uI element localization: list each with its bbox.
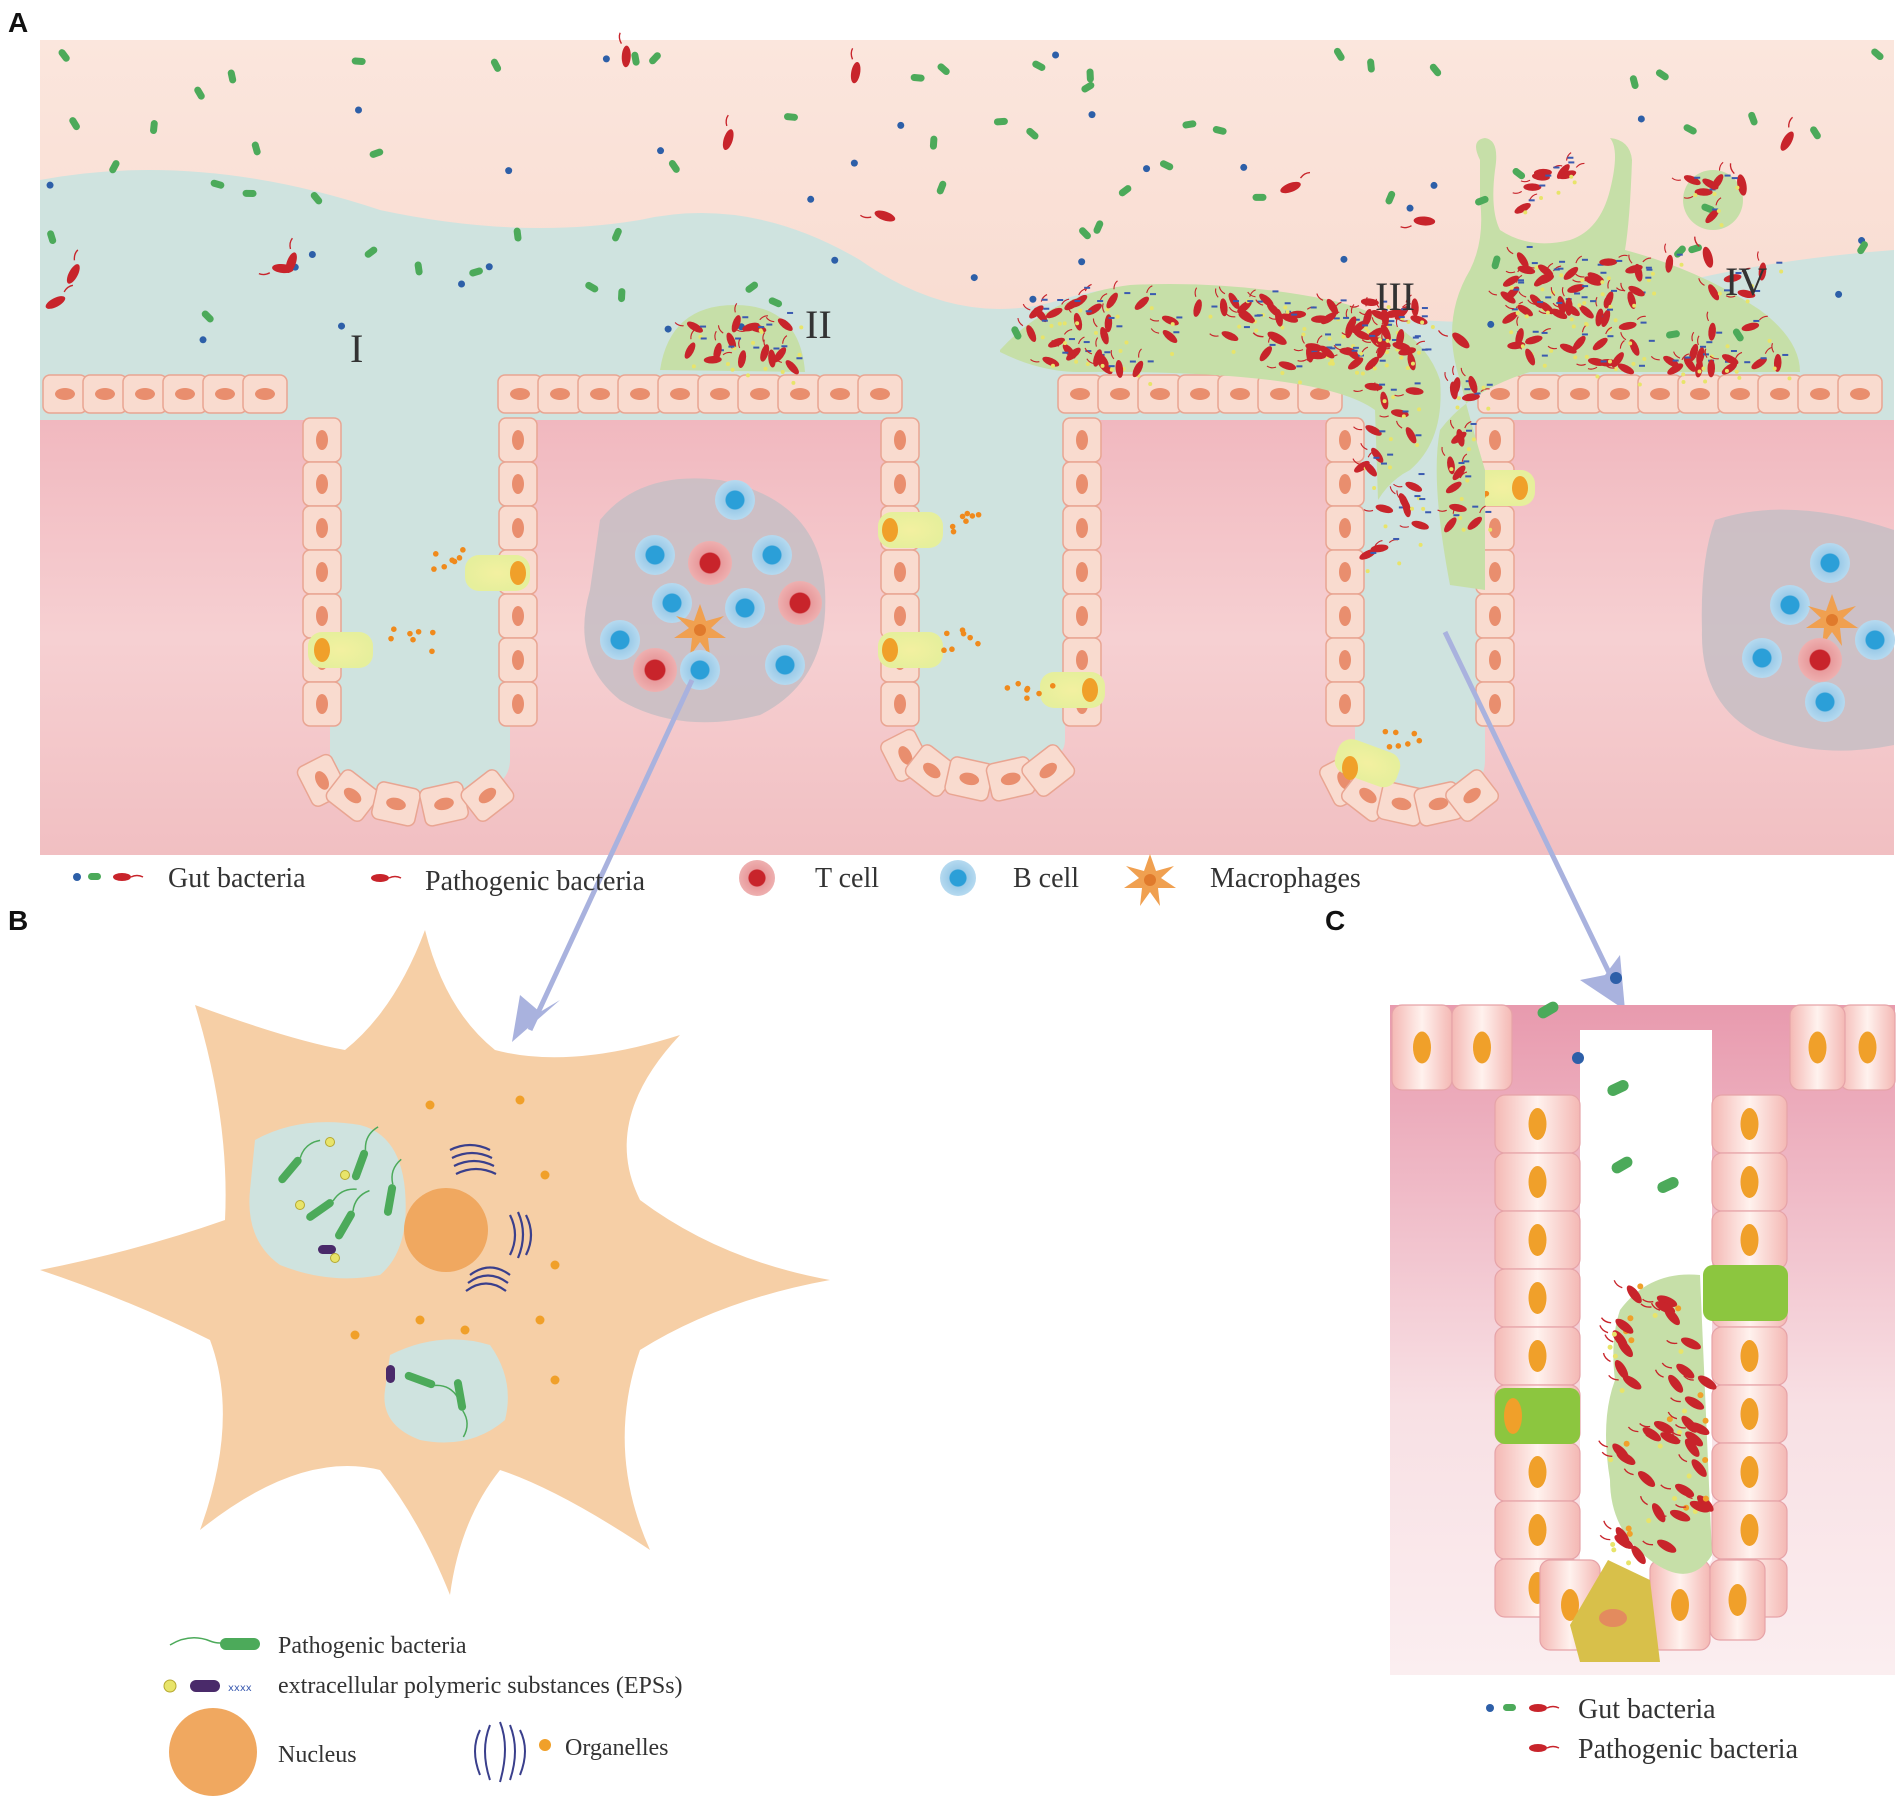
legend-b-pathogenic-bacteria: Pathogenic bacteria [278, 1633, 467, 1659]
b-cell-icon [940, 860, 976, 896]
nucleus-legend-icon [169, 1708, 257, 1796]
crypt-1 [330, 415, 510, 800]
legend-a-macrophages: Macrophages [1210, 863, 1361, 894]
stage-label-i: I [350, 326, 363, 371]
legend-c-gut-bacteria: Gut bacteria [1578, 1694, 1716, 1725]
panel-b: B [8, 905, 830, 1595]
t-cell-icon [739, 860, 775, 896]
stage-label-iii: III [1375, 274, 1415, 319]
legend-c: Gut bacteria Pathogenic bacteria [1486, 1694, 1799, 1765]
panel-letter-c: C [1325, 905, 1345, 936]
panel-letter-a: A [8, 7, 28, 38]
legend-b-eps: extracellular polymeric substances (EPSs… [278, 1673, 683, 1699]
legend-a-gut-bacteria: Gut bacteria [168, 863, 306, 894]
panel-letter-b: B [8, 905, 28, 936]
legend-a-t-cell: T cell [815, 863, 879, 894]
lymphoid-follicle-left [584, 478, 826, 723]
crypt-2 [915, 415, 1065, 770]
phagosome-small [384, 1339, 508, 1443]
macrophage-nucleus [404, 1188, 488, 1272]
legend-c-pathogenic-bacteria: Pathogenic bacteria [1578, 1734, 1799, 1765]
goblet-cells [308, 470, 1535, 788]
stage-label-iv: IV [1725, 259, 1767, 304]
goblet-cell-right [1703, 1265, 1788, 1321]
legend-b-nucleus: Nucleus [278, 1742, 357, 1768]
legend-b: Pathogenic bacteria xxxx extracellular p… [163, 1633, 683, 1796]
panel-c: C [1325, 905, 1896, 1675]
crypt-bacteria [1535, 972, 1720, 1569]
organelles-legend-icon [474, 1721, 526, 1783]
golgi-organelles [449, 1143, 533, 1292]
mucus-layer [40, 170, 1894, 420]
legend-a-pathogenic-bacteria: Pathogenic bacteria [425, 866, 646, 897]
lymphoid-follicle-right [1701, 509, 1895, 751]
panel-a: A [8, 7, 1895, 1042]
macrophage-icon [1124, 854, 1176, 906]
bacteria-scatter-a [41, 32, 1885, 574]
svg-text:xxxx: xxxx [228, 1683, 252, 1694]
legend-a: Gut bacteria Pathogenic bacteria T cell … [73, 854, 1361, 906]
legend-a-b-cell: B cell [1013, 863, 1079, 894]
phagocytosed-bacteria [278, 1095, 560, 1438]
arrow-to-panel-b [527, 678, 695, 1032]
legend-b-organelles: Organelles [565, 1735, 669, 1761]
arrow-to-panel-c [1442, 630, 1618, 987]
stage-label-ii: II [805, 302, 832, 347]
